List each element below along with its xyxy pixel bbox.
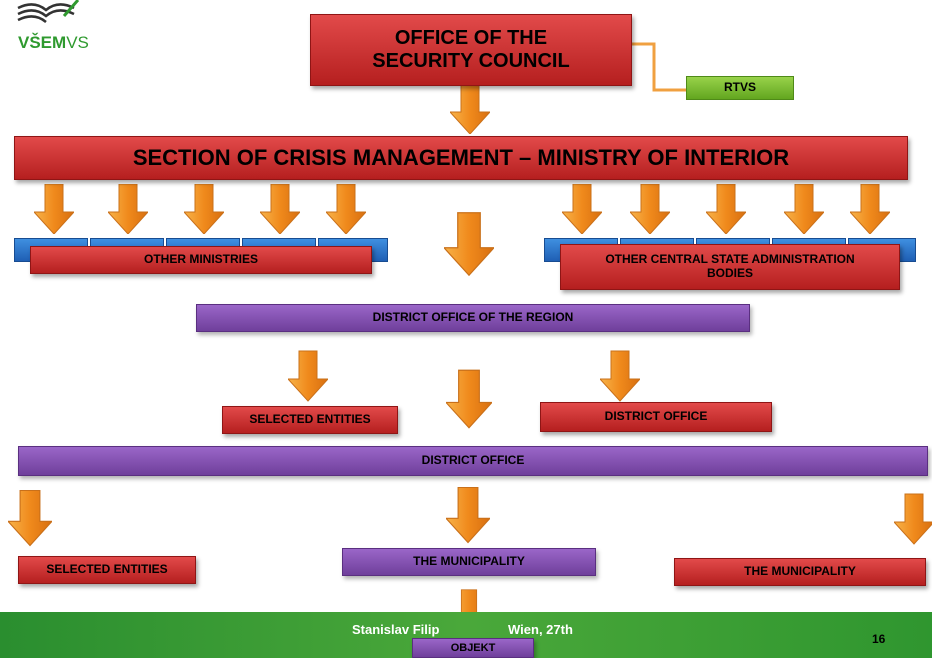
- security-council-box: OFFICE OF THE SECURITY COUNCIL: [310, 14, 632, 86]
- arrow-down-icon: [260, 184, 300, 234]
- arrow-down-icon: [630, 184, 670, 234]
- district-office-region-box: DISTRICT OFFICE OF THE REGION: [196, 304, 750, 332]
- footer-place: Wien, 27th: [508, 622, 573, 637]
- municipality-box: THE MUNICIPALITY: [674, 558, 926, 586]
- district-office-box: DISTRICT OFFICE: [540, 402, 772, 432]
- crisis-management-box: SECTION OF CRISIS MANAGEMENT – MINISTRY …: [14, 136, 908, 180]
- municipality-box: THE MUNICIPALITY: [342, 548, 596, 576]
- arrow-down-icon: [444, 211, 494, 277]
- arrow-down-icon: [326, 184, 366, 234]
- arrow-down-icon: [446, 486, 490, 544]
- footer-author: Stanislav Filip: [352, 622, 440, 637]
- arrow-down-icon: [446, 369, 492, 429]
- rtvs-box: RTVS: [686, 76, 794, 100]
- objekt-box: OBJEKT: [412, 638, 534, 658]
- arrow-down-icon: [600, 350, 640, 402]
- arrow-down-icon: [8, 489, 52, 547]
- arrow-down-icon: [288, 350, 328, 402]
- arrow-down-icon: [562, 184, 602, 234]
- arrow-down-icon: [184, 184, 224, 234]
- arrow-down-icon: [784, 184, 824, 234]
- logo: VŠEMVS: [12, 0, 122, 60]
- arrow-down-icon: [450, 84, 490, 134]
- arrow-down-icon: [850, 184, 890, 234]
- other-central-bodies-box: OTHER CENTRAL STATE ADMINISTRATION BODIE…: [560, 244, 900, 290]
- selected-entities-box: SELECTED ENTITIES: [18, 556, 196, 584]
- arrow-down-icon: [894, 493, 932, 545]
- district-office-wide-box: DISTRICT OFFICE: [18, 446, 928, 476]
- logo-book-icon: [17, 0, 80, 23]
- other-ministries-box: OTHER MINISTRIES: [30, 246, 372, 274]
- selected-entities-box: SELECTED ENTITIES: [222, 406, 398, 434]
- page-number: 16: [872, 632, 886, 646]
- arrow-down-icon: [34, 184, 74, 234]
- arrow-down-icon: [706, 184, 746, 234]
- logo-text: VŠEMVS: [18, 33, 89, 52]
- arrow-down-icon: [108, 184, 148, 234]
